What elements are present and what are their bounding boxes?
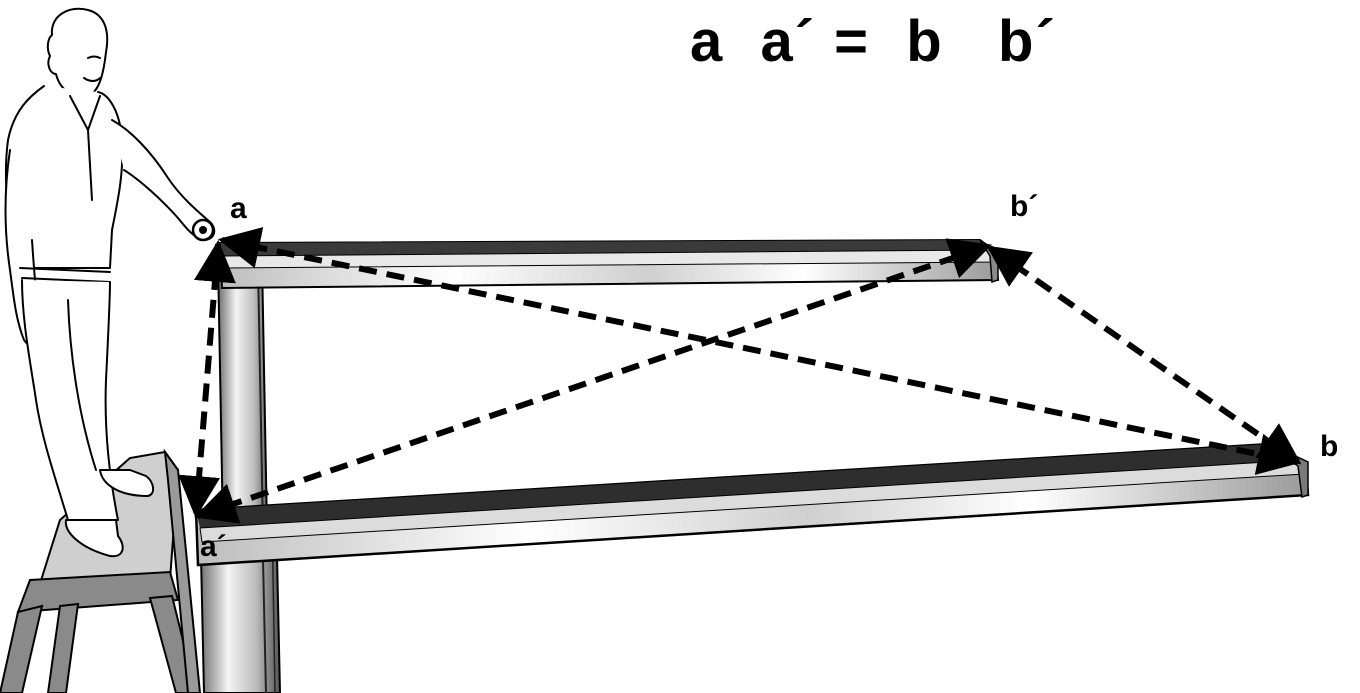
worker-figure	[4, 7, 216, 558]
corner-label-a-prime: a´	[200, 530, 227, 563]
diagonal-equality-formula: a a´ = b b´	[690, 9, 1057, 74]
corner-label-b: b	[1320, 430, 1339, 463]
corner-label-b-prime: b´	[1010, 190, 1039, 223]
measuring-tape-icon	[191, 218, 215, 242]
corner-label-a: a	[230, 192, 247, 225]
side-b-prime-to-b	[986, 245, 1302, 465]
measurement-lines	[178, 227, 1302, 524]
side-a-to-a-prime	[178, 239, 236, 519]
